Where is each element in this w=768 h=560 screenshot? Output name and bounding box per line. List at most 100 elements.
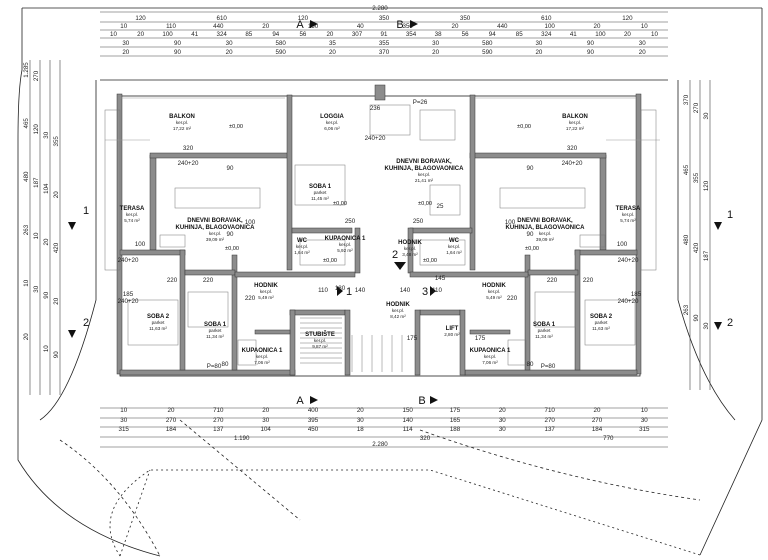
room-name2-dnevni_mid: KUHINJA, BLAGOVAONICA <box>385 166 465 172</box>
top-row1-dim: 120 <box>622 15 633 22</box>
inner-dim: 240+20 <box>118 298 139 305</box>
room-floor-stubiste: ker.pl. <box>314 338 326 343</box>
room-name-hodnik_main: HODNIK <box>386 302 410 308</box>
inner-dim: 90 <box>527 231 534 238</box>
top-row5-dim: 590 <box>276 49 287 56</box>
room-name-lift: LIFT <box>446 326 459 332</box>
room-name-soba1_right: SOBA 1 <box>533 322 556 328</box>
room-name-wc_right: WC <box>449 238 460 244</box>
inner-dim: 145 <box>435 275 446 282</box>
inner-dim: 320 <box>567 145 578 152</box>
inner-dim: 220 <box>583 277 594 284</box>
room-area-kupaonica_left: 7,06 m² <box>254 360 270 365</box>
inner-dim: 90 <box>227 165 234 172</box>
room-floor-dnevni_left: ker.pl. <box>209 231 221 236</box>
right-dim: 263 <box>683 304 690 315</box>
level-mark: ±0,00 <box>418 201 432 207</box>
room-name-wc_left: WC <box>297 238 308 244</box>
bottom-row1-dim: 20 <box>168 407 175 414</box>
bottom-row3-dim: 137 <box>213 426 224 433</box>
bottom-row2-dim: 270 <box>166 417 177 424</box>
room-floor-hodnik_main: ker.pl. <box>392 308 404 313</box>
inner-dim: 185 <box>123 291 134 298</box>
level-mark: ±0,00 <box>517 124 531 130</box>
bottom-row1-dim: 400 <box>308 407 319 414</box>
right-dim: 420 <box>693 242 700 253</box>
top-row5-dim: 20 <box>639 49 646 56</box>
bottom-row1-dim: 20 <box>594 407 601 414</box>
top-row5-dim: 90 <box>174 49 181 56</box>
room-floor-soba2_left: parket <box>152 320 165 325</box>
room-name2-dnevni_right: KUHINJA, BLAGOVAONICA <box>506 225 586 231</box>
bottom-row4-dim: 320 <box>420 435 431 442</box>
inner-dim: P=26 <box>413 99 428 106</box>
site-boundary <box>17 7 763 557</box>
room-area-loggia: 6,06 m² <box>324 126 340 131</box>
room-area-soba1_right: 11,34 m² <box>535 334 553 339</box>
bottom-row1-dim: 20 <box>262 407 269 414</box>
room-floor-hodnik_mid: ker.pl. <box>404 246 416 251</box>
inner-dim: 175 <box>475 335 486 342</box>
right-dim: 187 <box>703 250 710 261</box>
right-dim: 30 <box>703 322 710 329</box>
room-area-soba2_right: 11,63 m² <box>592 326 610 331</box>
top-row3-dim: 10 <box>110 31 117 38</box>
inner-dim: 220 <box>245 295 256 302</box>
bottom-row1-dim: 10 <box>641 407 648 414</box>
room-name-balkon_right: BALKON <box>562 114 588 120</box>
top-row5-dim: 590 <box>482 49 493 56</box>
top-row4-dim: 30 <box>639 40 646 47</box>
inner-dim: 240+20 <box>178 160 199 167</box>
entrance-2: 2 <box>392 249 398 261</box>
building-outline <box>116 84 642 377</box>
top-row5-dim: 90 <box>587 49 594 56</box>
room-name-kupaonica_mid: KUPAONICA 1 <box>325 236 366 242</box>
inner-dim: 220 <box>507 295 518 302</box>
bottom-row3-dim: 18 <box>357 426 364 433</box>
bottom-row1-dim: 150 <box>403 407 414 414</box>
inner-dim: 80 <box>222 361 229 368</box>
room-name-soba2_left: SOBA 2 <box>147 314 170 320</box>
top-row3-dim: 100 <box>595 31 606 38</box>
room-floor-loggia: ker.pl. <box>326 120 338 125</box>
inner-dim: 240+20 <box>365 135 386 142</box>
level-mark: ±0,00 <box>525 246 539 252</box>
top-row2-dim: 40 <box>357 23 364 30</box>
bottom-row1-dim: 175 <box>450 407 461 414</box>
bottom-row2-dim: 270 <box>592 417 603 424</box>
top-row2-dim: 20 <box>452 23 459 30</box>
section-b-bottom: B <box>418 395 425 407</box>
left-dim: 263 <box>23 224 30 235</box>
top-row2-dim: 100 <box>545 23 556 30</box>
right-dim: 355 <box>693 172 700 183</box>
top-row5-dim: 20 <box>329 49 336 56</box>
section-1-right: 1 <box>727 209 733 221</box>
bottom-row1-dim: 20 <box>357 407 364 414</box>
inner-dim: 250 <box>345 218 356 225</box>
room-floor-kupaonica_mid: ker.pl. <box>339 242 351 247</box>
room-name-kupaonica_left: KUPAONICA 1 <box>242 348 283 354</box>
bottom-row2-dim: 165 <box>450 417 461 424</box>
bottom-row2-dim: 270 <box>545 417 556 424</box>
room-floor-soba1_mid: parket <box>314 190 327 195</box>
top-row2-dim: 150 <box>308 23 319 30</box>
room-floor-soba1_right: parket <box>538 328 551 333</box>
top-row4-dim: 30 <box>226 40 233 47</box>
top-row5-dim: 20 <box>432 49 439 56</box>
top-row3-dim: 324 <box>217 31 228 38</box>
bottom-row3-dim: 450 <box>308 426 319 433</box>
top-row3-dim: 307 <box>352 31 363 38</box>
inner-dim: P=80 <box>541 363 556 370</box>
inner-dim: 240+20 <box>618 257 639 264</box>
top-row1-dim: 120 <box>298 15 309 22</box>
top-row3-dim: 38 <box>435 31 442 38</box>
room-name-soba2_right: SOBA 2 <box>590 314 613 320</box>
section-a-top: A <box>296 19 304 31</box>
room-area-dnevni_right: 39,09 m² <box>536 237 555 242</box>
room-floor-wc_right: ker.pl. <box>448 244 460 249</box>
level-mark: ±0,00 <box>225 246 239 252</box>
inner-dim: 100 <box>617 241 628 248</box>
